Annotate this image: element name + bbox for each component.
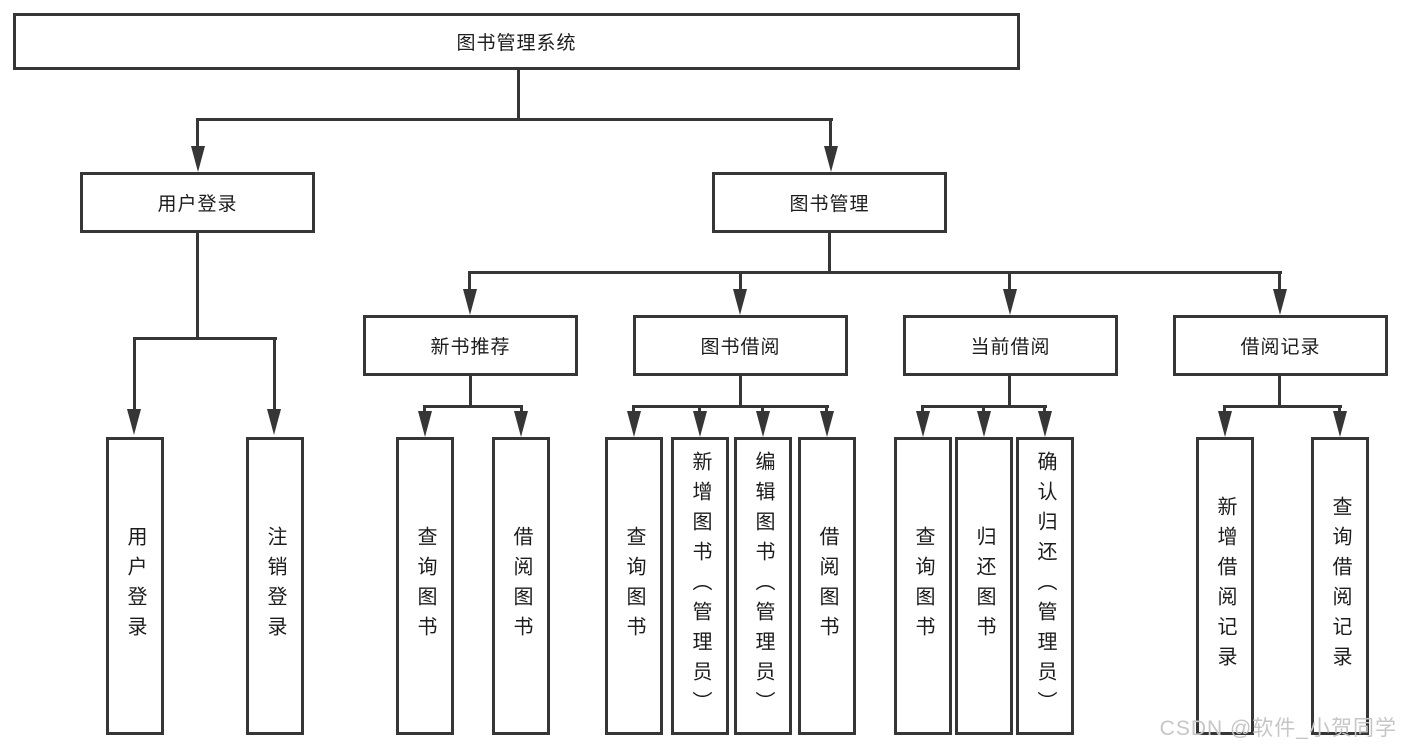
node-label: 查询图书 <box>912 526 934 646</box>
edge-new-books-trunk <box>469 376 472 407</box>
edge-to-new-books <box>468 271 471 292</box>
node-label: 查询图书 <box>623 526 645 646</box>
node-label: 借阅图书 <box>510 526 532 646</box>
edge-user-login-rail <box>133 337 277 340</box>
leaf-query-books-bb: 查询图书 <box>605 437 663 735</box>
arrowhead-to-logout-leaf <box>267 409 281 435</box>
node-book-borrowing: 图书借阅 <box>633 315 848 376</box>
node-label: 图书管理系统 <box>456 33 577 54</box>
arrowhead-to-edit-books <box>756 411 770 437</box>
edge-book-borrowing-trunk <box>739 376 742 407</box>
leaf-query-books-cb: 查询图书 <box>894 437 952 735</box>
edge-root-trunk <box>517 70 520 121</box>
edge-to-book-borrowing <box>739 271 742 292</box>
node-new-book-recommendation: 新书推荐 <box>363 315 578 376</box>
edge-to-logout-leaf <box>273 337 276 412</box>
leaf-user-login: 用户登录 <box>106 437 164 735</box>
edge-stub <box>761 405 764 415</box>
arrowhead-to-query-books <box>916 411 930 437</box>
node-label: 新书推荐 <box>430 337 511 358</box>
node-label: 当前借阅 <box>970 337 1051 358</box>
node-label: 用户登录 <box>157 194 238 215</box>
arrowhead-to-add-books <box>693 411 707 437</box>
arrowhead-to-query-record <box>1333 411 1347 437</box>
arrowhead-to-current-borrowing <box>1003 289 1017 315</box>
arrowhead-to-return-books <box>977 411 991 437</box>
edge-borrowing-records-trunk <box>1278 376 1281 407</box>
edge-borrowing-records-rail <box>1223 405 1342 408</box>
leaf-logout: 注销登录 <box>246 437 304 735</box>
leaf-add-borrow-record: 新增借阅记录 <box>1196 437 1254 735</box>
arrowhead-to-borrow-books <box>820 411 834 437</box>
edge-stub <box>698 405 701 415</box>
edge-stub <box>632 405 635 415</box>
leaf-query-borrow-record: 查询借阅记录 <box>1311 437 1369 735</box>
arrowhead-to-confirm-return <box>1038 411 1052 437</box>
edge-stub <box>1223 405 1226 415</box>
edge-new-books-rail <box>423 405 523 408</box>
edge-stub <box>921 405 924 415</box>
leaf-borrow-books-nb: 借阅图书 <box>492 437 550 735</box>
edge-root-to-user-login <box>196 118 199 150</box>
leaf-borrow-books-bb: 借阅图书 <box>798 437 856 735</box>
edge-stub <box>423 405 426 415</box>
edge-root-to-book-management <box>829 118 832 150</box>
node-label: 图书管理 <box>789 194 870 215</box>
edge-user-login-trunk <box>196 233 199 340</box>
node-label: 新增图书（管理员） <box>689 451 711 721</box>
node-label: 归还图书 <box>973 526 995 646</box>
arrowhead-to-book-borrowing <box>733 289 747 315</box>
edge-to-borrowing-records <box>1278 271 1281 292</box>
node-label: 查询借阅记录 <box>1329 496 1351 676</box>
node-library-management-system: 图书管理系统 <box>13 13 1020 70</box>
edge-to-login-leaf <box>133 337 136 412</box>
edge-current-borrowing-trunk <box>1008 376 1011 407</box>
edge-stub <box>982 405 985 415</box>
leaf-return-books: 归还图书 <box>955 437 1013 735</box>
node-label: 新增借阅记录 <box>1214 496 1236 676</box>
node-label: 借阅记录 <box>1240 337 1321 358</box>
node-label: 注销登录 <box>264 526 286 646</box>
edge-stub <box>825 405 828 415</box>
edge-book-borrowing-rail <box>632 405 829 408</box>
edge-stub <box>1338 405 1341 415</box>
arrowhead-to-add-record <box>1218 411 1232 437</box>
node-label: 编辑图书（管理员） <box>752 451 774 721</box>
csdn-watermark: CSDN @软件_小贺同学 <box>1159 717 1397 740</box>
node-label: 确认归还（管理员） <box>1034 451 1056 721</box>
node-book-management: 图书管理 <box>712 172 947 233</box>
node-borrowing-records: 借阅记录 <box>1173 315 1388 376</box>
leaf-edit-books-admin: 编辑图书（管理员） <box>734 437 792 735</box>
arrowhead-to-new-books <box>463 289 477 315</box>
arrowhead-to-query-books <box>418 411 432 437</box>
arrowhead-to-borrowing-records <box>1273 289 1287 315</box>
arrowhead-to-user-login <box>191 146 205 172</box>
leaf-query-books-nb: 查询图书 <box>396 437 454 735</box>
node-user-login: 用户登录 <box>80 172 315 233</box>
leaf-confirm-return-admin: 确认归还（管理员） <box>1016 437 1074 735</box>
edge-to-current-borrowing <box>1008 271 1011 292</box>
edge-book-management-rail <box>468 271 1282 274</box>
node-current-borrowing: 当前借阅 <box>903 315 1118 376</box>
arrowhead-to-query-books <box>627 411 641 437</box>
arrowhead-to-login-leaf <box>127 409 141 435</box>
edge-book-management-trunk <box>828 233 831 274</box>
arrowhead-to-borrow-books <box>514 411 528 437</box>
edge-root-rail <box>196 118 833 121</box>
node-label: 图书借阅 <box>700 337 781 358</box>
leaf-add-books-admin: 新增图书（管理员） <box>671 437 729 735</box>
edge-stub <box>520 405 523 415</box>
node-label: 用户登录 <box>124 526 146 646</box>
node-label: 借阅图书 <box>816 526 838 646</box>
arrowhead-to-book-management <box>824 146 838 172</box>
node-label: 查询图书 <box>414 526 436 646</box>
edge-stub <box>1043 405 1046 415</box>
